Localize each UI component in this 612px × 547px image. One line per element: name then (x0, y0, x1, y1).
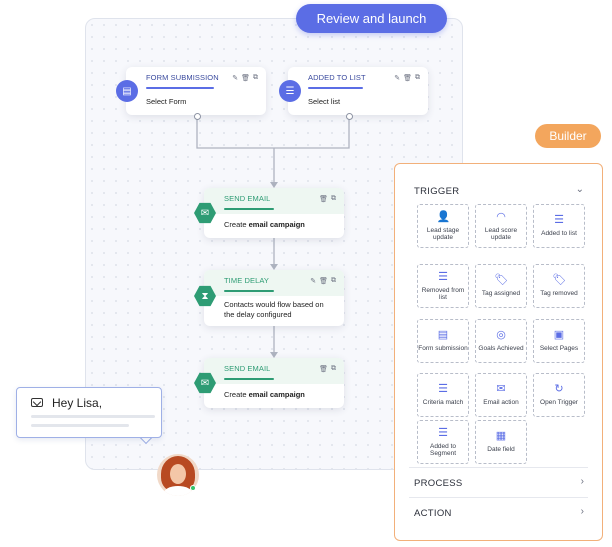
trigger-tile-label: Lead stage update (426, 226, 460, 242)
trigger-tile[interactable]: ◠ Lead score update (475, 204, 527, 248)
action-section-title[interactable]: ACTION (414, 508, 452, 519)
chat-greeting: Hey Lisa, (52, 396, 103, 410)
placeholder-line (31, 424, 129, 427)
gauge-icon: ◠ (496, 210, 506, 223)
trigger-tile-label: Removed from list (421, 286, 465, 302)
trigger-tile-label: Date field (487, 446, 515, 454)
trigger-tile-label: Email action (483, 399, 519, 407)
trigger-tile-label: Open Trigger (540, 399, 578, 407)
trigger-tile-label: Lead score update (484, 226, 518, 242)
placeholder-line (31, 415, 155, 418)
form-icon: ▤ (437, 329, 449, 342)
trigger-tile-label: Added to Segment (429, 442, 457, 458)
refresh-icon: ↻ (554, 383, 564, 396)
trigger-tile-label: Select Pages (539, 345, 579, 353)
trigger-tile-label: Goals Achieved (478, 345, 524, 353)
trigger-tile[interactable]: ↻ Open Trigger (533, 373, 585, 417)
trigger-tile[interactable]: ☰ Added to Segment (417, 420, 469, 464)
trigger-tile[interactable]: 🏷 Tag removed (533, 264, 585, 308)
review-and-launch-button[interactable]: Review and launch (296, 4, 447, 33)
page-icon: ▣ (553, 329, 565, 342)
output-port[interactable] (346, 113, 353, 120)
trigger-tile[interactable]: ▦ Date field (475, 420, 527, 464)
edit-icon[interactable]: ✎ (310, 277, 317, 285)
node-body: Create email campaign (224, 220, 305, 229)
trigger-tile-label: Criteria match (422, 399, 464, 407)
list-remove-icon: ☰ (438, 270, 448, 283)
envelope-icon (31, 398, 43, 407)
trigger-tile[interactable]: ☰ Added to list (533, 204, 585, 248)
calendar-icon: ▦ (495, 430, 507, 443)
trigger-tile[interactable]: ▤ Form submission (417, 319, 469, 363)
trigger-tile-label: Added to list (541, 230, 577, 238)
trigger-tile[interactable]: ☰ Removed from list (417, 264, 469, 308)
trigger-tile[interactable]: 👤 Lead stage update (417, 204, 469, 248)
chevron-down-icon[interactable]: ⌄ (575, 184, 584, 195)
copy-icon[interactable]: ⧉ (331, 276, 336, 284)
chevron-right-icon[interactable]: › (580, 476, 584, 487)
criteria-icon: ☰ (438, 383, 448, 396)
builder-panel: TRIGGER ⌄ 👤 Lead stage update ◠ Lead score … (394, 163, 603, 541)
output-port[interactable] (194, 113, 201, 120)
delete-icon[interactable]: 🗑 (319, 195, 328, 203)
list-add-icon: ☰ (554, 214, 564, 227)
delete-icon[interactable]: 🗑 (241, 74, 250, 82)
mail-icon: ✉ (194, 372, 216, 394)
trigger-tile[interactable]: ▣ Select Pages (533, 319, 585, 363)
online-status-icon (190, 485, 196, 491)
process-section-title[interactable]: PROCESS (414, 478, 463, 489)
trigger-tile[interactable]: ◎ Goals Achieved (475, 319, 527, 363)
tag-icon: 🏷 (494, 274, 509, 287)
trigger-tile[interactable]: 🏷 Tag assigned (475, 264, 527, 308)
copy-icon[interactable]: ⧉ (415, 73, 420, 81)
added-to-list-node[interactable]: ADDED TO LIST ✎ 🗑 ⧉ Select list (288, 67, 428, 115)
trigger-tile-label: Form submission (418, 345, 468, 353)
send-email-node[interactable]: SEND EMAIL 🗑 ⧉ Create email campaign (204, 358, 344, 408)
trigger-tile[interactable]: ✉ Email action (475, 373, 527, 417)
email-icon: ✉ (496, 383, 506, 396)
node-title: TIME DELAY (224, 276, 270, 285)
segment-icon: ☰ (438, 426, 448, 439)
node-title: ADDED TO LIST (308, 73, 366, 82)
form-submission-node[interactable]: FORM SUBMISSION ✎ 🗑 ⧉ Select Form (126, 67, 266, 115)
copy-icon[interactable]: ⧉ (331, 194, 336, 202)
node-body: Create email campaign (224, 390, 305, 399)
user-icon: 👤 (436, 210, 451, 223)
time-delay-node[interactable]: TIME DELAY ✎ 🗑 ⧉ Contacts would flow bas… (204, 270, 344, 326)
node-title: SEND EMAIL (224, 364, 271, 373)
tag-remove-icon: 🏷 (552, 274, 567, 287)
send-email-node[interactable]: SEND EMAIL 🗑 ⧉ Create email campaign (204, 188, 344, 238)
copy-icon[interactable]: ⧉ (331, 364, 336, 372)
trigger-tile[interactable]: ☰ Criteria match (417, 373, 469, 417)
delete-icon[interactable]: 🗑 (403, 74, 412, 82)
node-body: Select list (308, 97, 341, 106)
chevron-right-icon[interactable]: › (580, 506, 584, 517)
copy-icon[interactable]: ⧉ (253, 73, 258, 81)
list-icon: ☰ (279, 80, 301, 102)
trigger-tile-label: Tag removed (540, 290, 578, 298)
node-body: Contacts would flow based on the delay c… (224, 300, 324, 319)
mail-icon: ✉ (194, 202, 216, 224)
hourglass-icon: ⧗ (194, 285, 216, 307)
node-title: SEND EMAIL (224, 194, 271, 203)
target-icon: ◎ (496, 329, 506, 342)
node-title: FORM SUBMISSION (146, 73, 219, 82)
delete-icon[interactable]: 🗑 (319, 277, 328, 285)
document-icon: ▤ (116, 80, 138, 102)
node-body: Select Form (146, 97, 187, 106)
chat-bubble: Hey Lisa, (16, 387, 162, 438)
trigger-tile-label: Tag assigned (481, 290, 521, 298)
trigger-section-title[interactable]: TRIGGER (414, 186, 460, 197)
edit-icon[interactable]: ✎ (394, 74, 401, 82)
edit-icon[interactable]: ✎ (232, 74, 239, 82)
builder-badge: Builder (535, 124, 601, 148)
delete-icon[interactable]: 🗑 (319, 365, 328, 373)
